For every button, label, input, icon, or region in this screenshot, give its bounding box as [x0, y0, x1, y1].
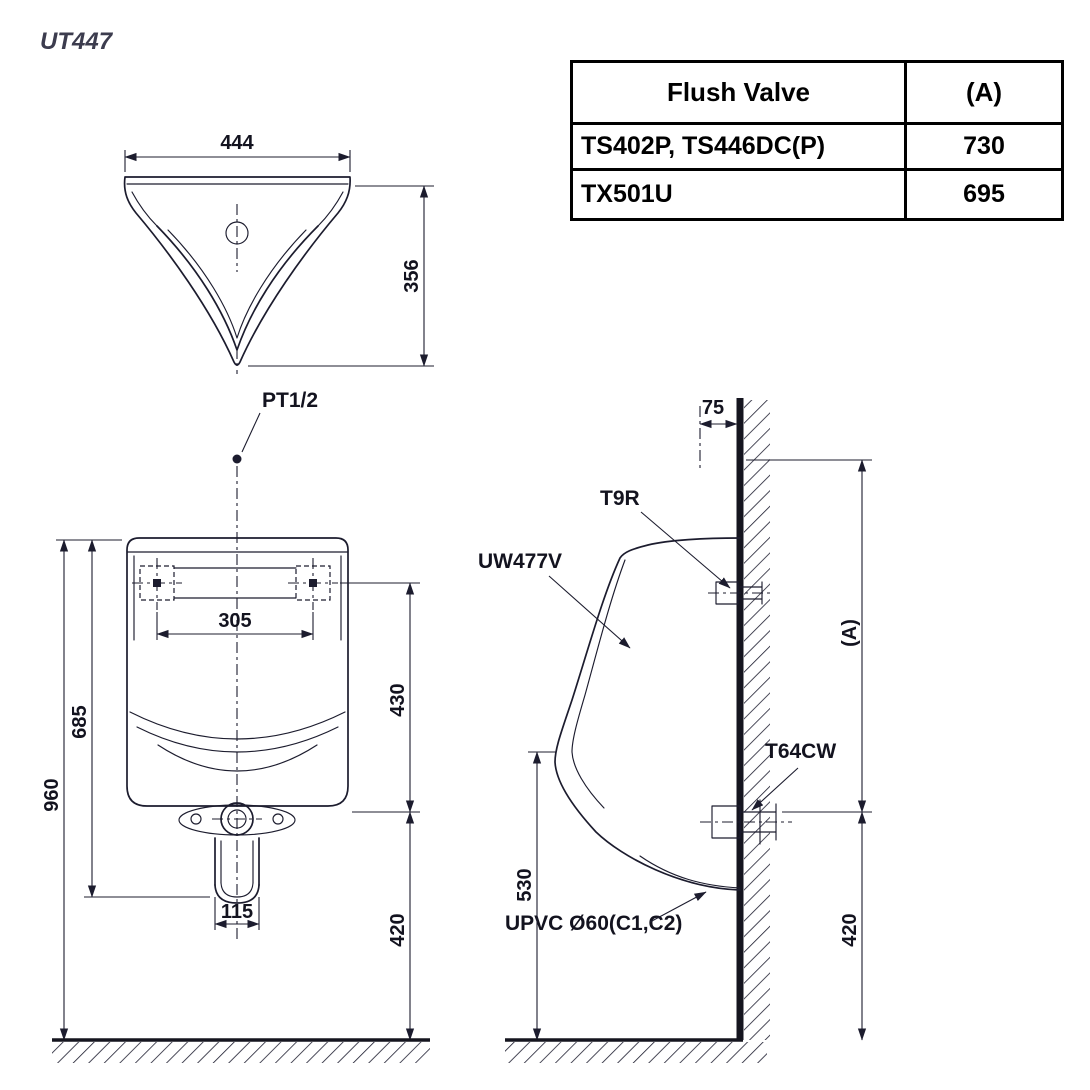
dim-plan-depth: 356 [401, 259, 423, 292]
dim-inlet-offset: 75 [702, 397, 724, 419]
floor-hatch-right [505, 1042, 767, 1063]
dim-430: 430 [387, 683, 409, 716]
dim-685: 685 [69, 705, 91, 738]
dim-420-front: 420 [387, 913, 409, 946]
top-view: 444 356 [123, 132, 434, 374]
dim-420-side: 420 [839, 913, 861, 946]
floor [52, 1038, 767, 1063]
dim-valve-a: (A) [839, 619, 861, 647]
table-header-product: Flush Valve [573, 63, 907, 125]
inlet-callout: PT1/2 [232, 389, 318, 940]
dim-plan-width: 444 [220, 132, 254, 154]
table-header-a: (A) [907, 63, 1061, 125]
table-cell-a-2: 695 [963, 180, 1005, 208]
inlet-point [232, 454, 242, 464]
table-cell-product-1: TS402P, TS446DC(P) [573, 125, 907, 171]
label-uw477v: UW477V [478, 550, 562, 573]
side-view: 75 T9R UW477V T64CW [478, 397, 872, 1041]
label-upvc: UPVC Ø60(C1,C2) [505, 912, 682, 935]
dim-bolt-span: 305 [218, 610, 251, 632]
wall-hatch [744, 400, 770, 1040]
urinal-profile [554, 537, 741, 891]
label-t9r: T9R [600, 487, 640, 510]
dim-530: 530 [514, 868, 536, 901]
front-view: 305 115 [41, 537, 420, 1041]
drawing-title: UT447 [40, 28, 113, 55]
label-pt12: PT1/2 [262, 389, 318, 412]
flush-valve-table: Flush Valve (A) TS402P, TS446DC(P) 730 T… [570, 60, 1064, 221]
label-t64cw: T64CW [765, 740, 836, 763]
dim-960: 960 [41, 778, 63, 811]
floor-hatch-left [52, 1042, 430, 1063]
table-cell-product-2: TX501U [573, 171, 907, 218]
table-cell-a-1: 730 [907, 125, 1061, 171]
dim-trap-width: 115 [221, 901, 253, 923]
